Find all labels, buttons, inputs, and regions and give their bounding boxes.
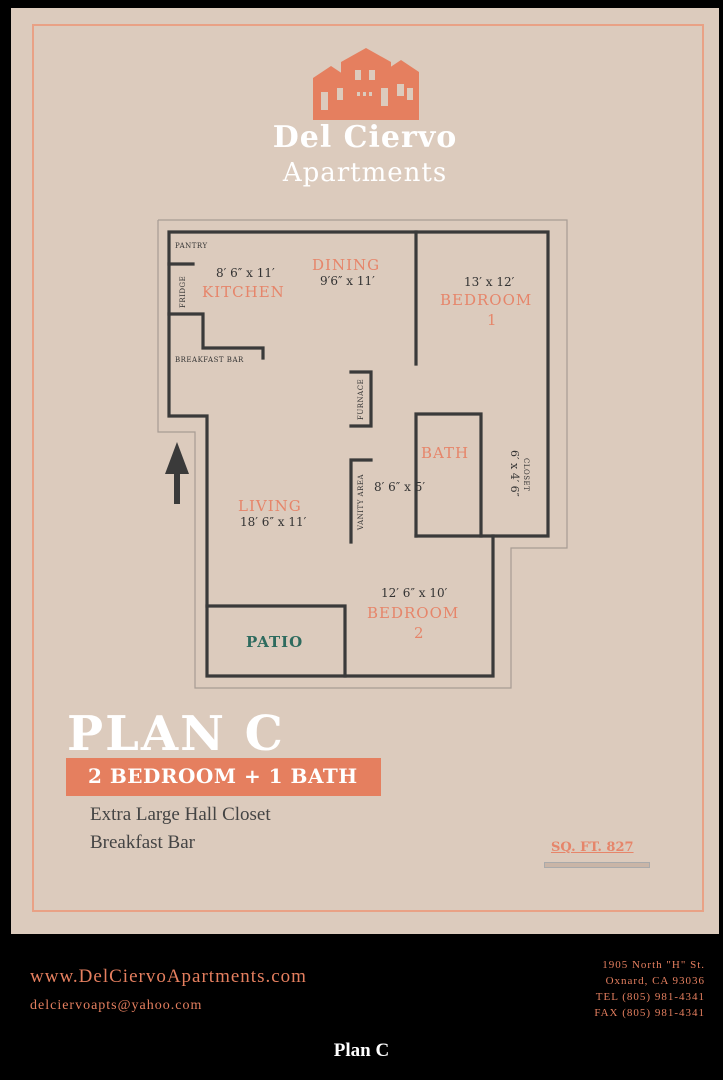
sqft-underline-bar bbox=[544, 862, 650, 868]
closet-label: CLOSET bbox=[522, 458, 530, 492]
bedroom2-number: 2 bbox=[414, 624, 425, 642]
feature-item: Extra Large Hall Closet bbox=[90, 804, 271, 825]
plan-subtitle-band: 2 BEDROOM + 1 BATH bbox=[66, 758, 381, 796]
poster-border bbox=[32, 24, 704, 912]
feature-item: Breakfast Bar bbox=[90, 832, 195, 853]
image-caption: Plan C bbox=[333, 1040, 390, 1061]
kitchen-label: KITCHEN bbox=[202, 283, 285, 301]
floor-plan-drawing bbox=[157, 219, 568, 689]
furnace-label: FURNACE bbox=[357, 378, 365, 420]
patio-label: PATIO bbox=[246, 633, 304, 651]
plan-title: PLAN C bbox=[67, 706, 285, 762]
closet-dimensions: 6′ x 4′ 6″ bbox=[508, 450, 521, 497]
bedroom2-dimensions: 12′ 6″ x 10′ bbox=[381, 586, 448, 600]
bath-dimensions: 8′ 6″ x 5′ bbox=[374, 480, 426, 494]
square-footage: SQ. FT. 827 bbox=[551, 840, 634, 855]
bedroom1-label: BEDROOM bbox=[440, 291, 533, 309]
email-link[interactable]: delciervoapts@yahoo.com bbox=[30, 998, 203, 1013]
living-dimensions: 18′ 6″ x 11′ bbox=[240, 515, 307, 529]
bedroom2-label: BEDROOM bbox=[367, 604, 460, 622]
phone-line: TEL (805) 981-4341 bbox=[595, 991, 705, 1003]
brand-name: Del Ciervo bbox=[272, 120, 458, 155]
website-link[interactable]: www.DelCiervoApartments.com bbox=[30, 966, 307, 987]
bath-label: BATH bbox=[421, 444, 470, 462]
fridge-label: FRIDGE bbox=[179, 275, 187, 308]
dining-label: DINING bbox=[312, 256, 381, 274]
pantry-label: PANTRY bbox=[175, 242, 208, 250]
building-logo-icon bbox=[313, 48, 419, 120]
entry-arrow-icon bbox=[165, 442, 189, 504]
address-line: 1905 North "H" St. bbox=[602, 959, 705, 971]
bedroom1-dimensions: 13′ x 12′ bbox=[464, 275, 515, 289]
bedroom1-number: 1 bbox=[487, 311, 498, 329]
address-line: Oxnard, CA 93036 bbox=[605, 975, 705, 987]
brand-subtitle: Apartments bbox=[282, 158, 448, 188]
living-label: LIVING bbox=[238, 497, 302, 515]
plan-subtitle: 2 BEDROOM + 1 BATH bbox=[88, 764, 358, 788]
vanity-area-label: VANITY AREA bbox=[357, 473, 365, 530]
breakfast-bar-label: BREAKFAST BAR bbox=[175, 356, 244, 364]
kitchen-dimensions: 8′ 6″ x 11′ bbox=[216, 266, 275, 280]
dining-dimensions: 9′6″ x 11′ bbox=[320, 274, 375, 288]
fax-line: FAX (805) 981-4341 bbox=[594, 1007, 705, 1019]
floor-plan-poster: Del Ciervo Apartments bbox=[11, 8, 719, 934]
